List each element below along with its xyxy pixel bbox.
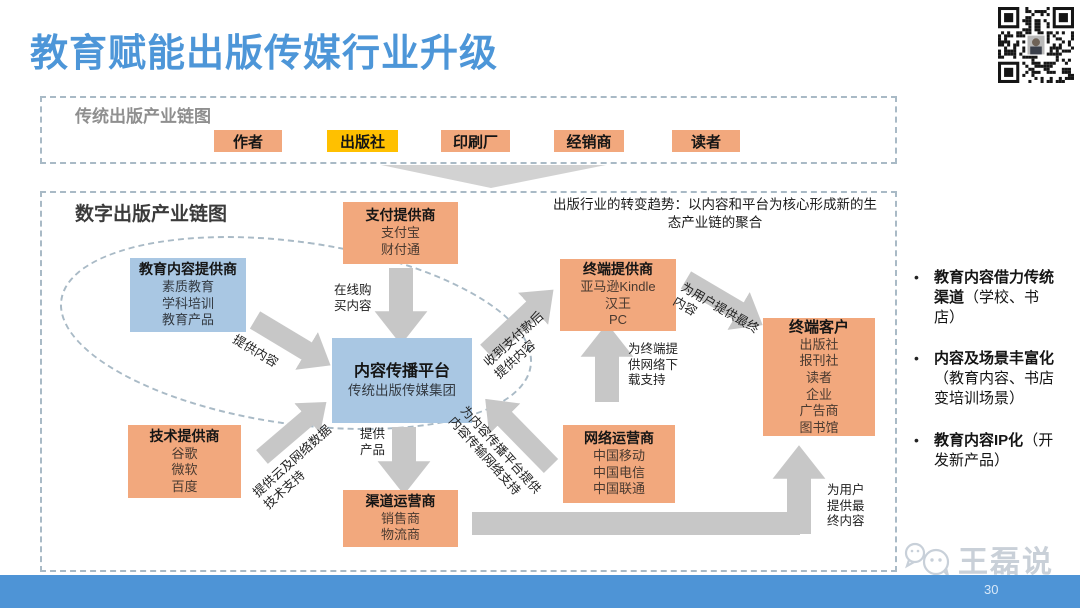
digital-chain-frame: [40, 191, 897, 572]
node-terminal-provider: 终端提供商 亚马逊Kindle 汉王 PC: [560, 259, 676, 331]
traditional-chain-label: 传统出版产业链图: [75, 107, 211, 126]
bullet-normal-text: （教育内容、书店变培训场景）: [934, 370, 1055, 407]
node-tech-provider: 技术提供商 谷歌 微软 百度: [128, 425, 241, 498]
node-title: 渠道运营商: [365, 492, 436, 509]
node-title: 支付提供商: [365, 207, 436, 224]
node-payment-provider: 支付提供商 支付宝 财付通: [343, 202, 458, 264]
chain-node-distributor: 经销商: [554, 130, 624, 152]
chat-bubbles-icon: [904, 542, 950, 577]
chain-node-label: 出版社: [339, 133, 385, 151]
bullet-dot: •: [914, 269, 919, 285]
node-title: 教育内容提供商: [139, 261, 237, 278]
node-item: 学科培训: [161, 295, 214, 311]
bullet-dot: •: [914, 350, 919, 367]
node-item: 中国联通: [592, 481, 645, 497]
chain-node-printer: 印刷厂: [441, 130, 510, 152]
node-item: 销售商: [380, 510, 420, 526]
node-item: 图书馆: [799, 419, 839, 435]
node-item: PC: [608, 312, 628, 328]
node-item: 出版社: [799, 336, 839, 352]
node-item: 报刊社: [799, 353, 839, 369]
bullet-normal-text: （学校、书店）: [934, 288, 1040, 326]
node-item: 微软: [171, 462, 198, 478]
chain-node-reader: 读者: [672, 130, 740, 152]
node-item: 财付通: [380, 241, 420, 257]
bullet-bold-text: 内容及场景丰富化: [934, 350, 1055, 368]
node-title: 内容传播平台: [353, 362, 450, 380]
chain-node-label: 作者: [232, 133, 263, 151]
qr-code-image: [998, 7, 1074, 83]
node-item: 百度: [171, 478, 198, 494]
node-item: 亚马逊Kindle: [580, 279, 656, 295]
node-title: 终端客户: [788, 318, 849, 336]
bullet-item: • 教育内容IP化（开发新产品）: [914, 431, 1060, 471]
node-network-operator: 网络运营商 中国移动 中国电信 中国联通: [563, 425, 675, 503]
page-title: 教育赋能出版传媒行业升级: [30, 33, 499, 75]
bullet-dot: •: [914, 431, 919, 448]
chain-node-label: 读者: [690, 133, 721, 151]
node-item: 读者: [805, 369, 832, 385]
node-title: 终端提供商: [583, 261, 653, 278]
node-item: 物流商: [380, 527, 420, 543]
node-item: 支付宝: [380, 225, 420, 241]
edge-label-user-final-content-2: 为用户 提供最 终内容: [827, 483, 865, 529]
node-item: 素质教育: [161, 279, 214, 295]
node-item: 教育产品: [161, 312, 214, 328]
sidebar-takeaways: • 教育内容借力传统渠道（学校、书店） • 内容及场景丰富化 （教育内容、书店变培…: [914, 268, 1060, 492]
node-item: 汉王: [604, 295, 631, 311]
watermark: 王磊说: [900, 537, 1054, 581]
node-content-platform: 内容传播平台 传统出版传媒集团: [332, 338, 472, 423]
node-item: 广告商: [799, 403, 839, 419]
chain-node-label: 经销商: [566, 133, 612, 151]
edge-label-online-purchase: 在线购 买内容: [334, 283, 372, 313]
node-item: 企业: [805, 386, 832, 402]
chain-node-publisher: 出版社: [327, 130, 398, 152]
node-edu-content-provider: 教育内容提供商 素质教育 学科培训 教育产品: [130, 258, 246, 332]
node-item: 中国移动: [592, 448, 645, 464]
bullet-bold-text: 教育内容IP化: [934, 431, 1024, 449]
node-item: 中国电信: [592, 464, 645, 480]
node-channel-operator: 渠道运营商 销售商 物流商: [343, 490, 458, 547]
edge-label-provide-product: 提供 产品: [360, 427, 386, 457]
digital-chain-label: 数字出版产业链图: [75, 204, 228, 225]
page-number: 30: [984, 582, 999, 597]
node-item: 传统出版传媒集团: [348, 383, 456, 399]
qr-code: [998, 7, 1074, 83]
node-terminal-customer: 终端客户 出版社 报刊社 读者 企业 广告商 图书馆: [763, 318, 875, 436]
trend-note: 出版行业的转变趋势：以内容和平台为核心形成新的生态产业链的聚合: [553, 197, 877, 230]
bullet-normal-text: （开发新产品）: [934, 431, 1054, 469]
footer-bar: [0, 575, 1080, 608]
bullet-item: • 内容及场景丰富化 （教育内容、书店变培训场景）: [914, 349, 1060, 408]
bullet-item: • 教育内容借力传统渠道（学校、书店）: [914, 268, 1060, 327]
bullet-bold-text: 教育内容借力传统渠道: [934, 269, 1055, 306]
chain-node-author: 作者: [214, 130, 282, 152]
edge-label-terminal-network-support: 为终端提 供网络下 载支持: [628, 342, 679, 388]
watermark-text: 王磊说: [958, 546, 1054, 579]
node-title: 网络运营商: [584, 430, 654, 447]
section-transition-arrow: [381, 165, 606, 188]
node-item: 谷歌: [171, 445, 198, 461]
traditional-chain-frame: [40, 96, 897, 164]
node-title: 技术提供商: [149, 427, 220, 444]
chain-node-label: 印刷厂: [452, 133, 498, 151]
